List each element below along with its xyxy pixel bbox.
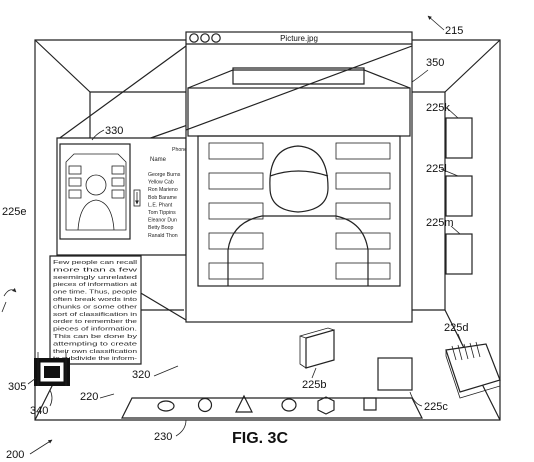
label-305: 305 [8, 381, 26, 393]
phone-entry: Tom Tippins [148, 210, 176, 216]
building-top-bar [232, 67, 365, 85]
phone-column-name: Name [150, 157, 167, 163]
label-225l: 225l [426, 163, 447, 175]
text-document-line: This can be done by [53, 334, 138, 340]
label-225c: 225c [424, 401, 448, 413]
shelf-surface [121, 397, 423, 419]
figure-caption: FIG. 3C [232, 430, 288, 447]
building-windows-left [208, 142, 264, 280]
phone-entry: George Burns [148, 172, 181, 178]
window-button-2 [200, 33, 210, 43]
reference-labels: 215 350 330 225e 225k 225l 225m 225d 225… [1, 15, 468, 461]
selector-device-305 [34, 352, 70, 386]
building-roof-line [187, 69, 411, 89]
label-330: 330 [105, 125, 123, 137]
building-facade [197, 135, 401, 287]
shape-oval-1 [157, 400, 175, 412]
box-225k [445, 117, 473, 159]
text-document-frame [49, 255, 142, 365]
person-hairline [269, 170, 329, 177]
thumbnail-person-body [77, 199, 115, 231]
room-corner-edges [34, 39, 501, 421]
text-document-line: often break words into [53, 297, 137, 303]
phone-entry: L.E. Phant [148, 202, 173, 208]
left-edge-arrow-1 [3, 288, 17, 297]
right-wall-boxes [445, 117, 473, 275]
floor-square-225c [377, 357, 413, 391]
floor-box-225b [299, 327, 335, 369]
text-document-line: seemingly unrelated [53, 275, 137, 281]
label-225d: 225d [444, 322, 468, 334]
phone-entry: Bob Barame [148, 195, 177, 201]
shape-square [363, 397, 377, 411]
box-225l [445, 175, 473, 217]
label-350: 350 [426, 57, 444, 69]
phone-entry: Yellow Cab [148, 180, 174, 186]
text-document-line: attempting to create [53, 341, 137, 347]
label-225k: 225k [426, 102, 450, 114]
box-225m [445, 233, 473, 275]
shape-circle [197, 397, 213, 413]
person-head [269, 145, 329, 213]
window-button-1 [189, 33, 199, 43]
phone-entry: Betty Boop [148, 225, 173, 231]
window-button-3 [211, 33, 221, 43]
thumbnail-person-head [85, 174, 107, 196]
label-225e: 225e [2, 206, 26, 218]
label-225m: 225m [426, 217, 454, 229]
building-windows-right [335, 142, 391, 280]
label-220: 220 [80, 391, 98, 403]
text-document-line: their own classification [53, 349, 137, 355]
person-body [227, 215, 369, 286]
label-215: 215 [445, 25, 463, 37]
phone-thumbnail-frame [59, 143, 131, 240]
shape-oval-2 [281, 398, 297, 412]
picture-window-title: Picture.jpg [280, 34, 318, 43]
shape-hexagon [317, 396, 335, 415]
shape-triangle [235, 394, 253, 413]
text-document-line: pieces of information at [53, 282, 138, 288]
phone-scrollbar [133, 189, 141, 207]
text-document-line: more than a few [53, 267, 138, 273]
card-stack-225d [445, 341, 501, 399]
label-200: 200 [6, 449, 24, 461]
text-document-line: Few people can recall [53, 260, 137, 266]
phone-entry: Eleanor Dun [148, 218, 177, 224]
thumbnail-building [65, 153, 127, 231]
text-document-line: order to remember the [53, 319, 137, 325]
label-230: 230 [154, 431, 172, 443]
phone-entry: Ron Marieno [148, 187, 178, 193]
phone-entry: Ranald Thon [148, 233, 178, 239]
label-340: 340 [30, 405, 48, 417]
text-document-line: to subdivide the inform- [53, 356, 137, 362]
phone-header: Phone [172, 147, 187, 153]
text-document-line: one time. Thus, people [53, 290, 137, 296]
text-document-line: chunks or some other [53, 304, 137, 310]
label-320: 320 [132, 369, 150, 381]
label-225b: 225b [302, 379, 326, 391]
text-document-line: pieces of information. [53, 327, 137, 333]
shape-shelf [121, 394, 423, 419]
text-document-line: sort of classification in [53, 312, 137, 318]
left-edge-arrow-2 [1, 301, 7, 313]
picture-window-frame [185, 31, 413, 323]
picture-window: Picture.jpg [185, 31, 413, 323]
picture-diagonal-1 [185, 45, 413, 131]
